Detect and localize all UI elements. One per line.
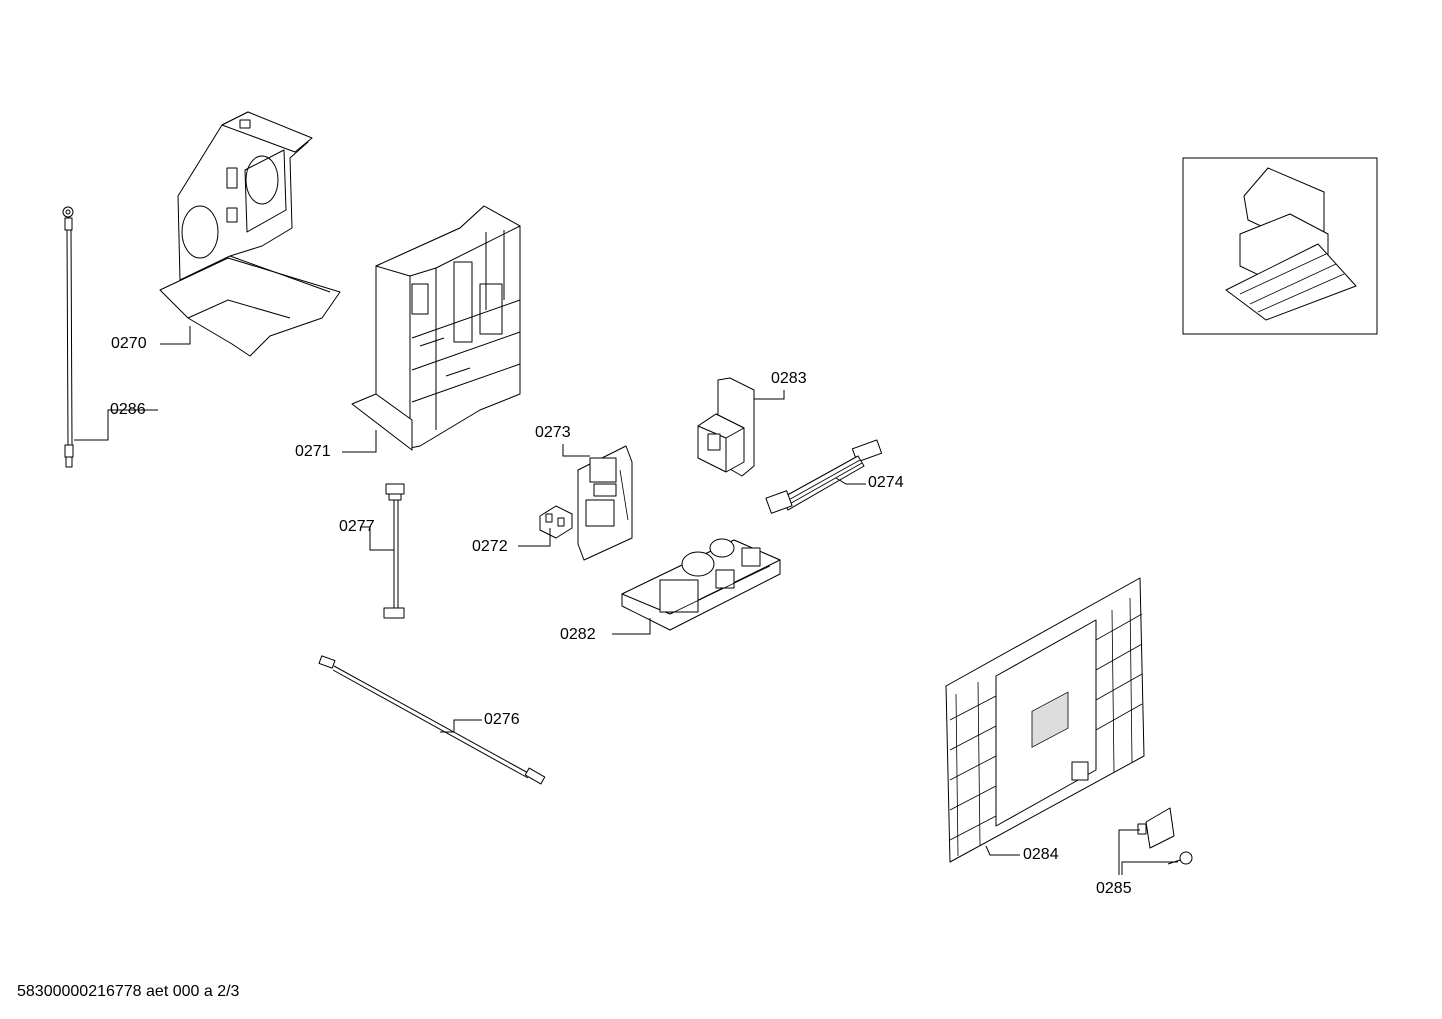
document-id-footer: 58300000216778 aet 000 a 2/3 [17,983,240,1000]
part-0284-grille [945,577,1145,863]
callout-0285: 0285 [1096,880,1132,897]
callout-0282: 0282 [560,626,596,643]
part-0273-relay-board [577,445,633,561]
overview-inset [1182,157,1378,335]
part-0270-bracket [159,111,341,357]
part-0283-transformer [697,377,755,477]
callout-0273: 0273 [535,424,571,441]
part-0286-wire [62,206,74,468]
callout-0272: 0272 [472,538,508,555]
part-0276-wire [318,655,546,785]
callout-0270: 0270 [111,335,147,352]
callout-0271: 0271 [295,443,331,460]
part-0285-cover-screw [1137,807,1193,865]
callout-0274: 0274 [868,474,904,491]
callout-0286: 0286 [110,401,146,418]
leader-lines [74,326,1178,875]
callout-0277: 0277 [339,518,375,535]
callout-0276: 0276 [484,711,520,728]
part-0274-ribbon [765,439,883,514]
part-0272-clip [539,505,573,539]
callout-0283: 0283 [771,370,807,387]
part-0282-power-board [621,538,781,631]
callout-0284: 0284 [1023,846,1059,863]
part-0271-housing [351,205,521,451]
part-0277-wire [383,483,405,619]
